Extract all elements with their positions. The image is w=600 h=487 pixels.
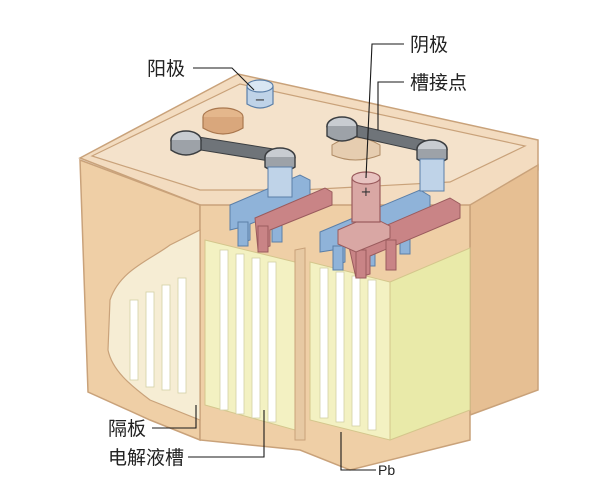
leader-anode: [193, 67, 255, 91]
right-post-b: [416, 139, 448, 192]
right-cell-electrolyte-side: [389, 247, 471, 441]
label-electrolyte-tank: 电解液槽: [108, 447, 184, 469]
leader-lines: [152, 43, 404, 471]
left-plate-4: [267, 261, 277, 423]
positive-sign: +: [361, 185, 372, 200]
leader-cathode: [365, 43, 404, 179]
right-blue-tooth-1: [332, 245, 344, 271]
right-plate-4: [367, 279, 377, 431]
left-plate-3: [251, 257, 261, 419]
label-lead-plate: Pb: [378, 462, 395, 478]
left-cut-plate-1: [129, 299, 139, 381]
label-anode: 阳极: [147, 58, 185, 80]
right-red-tooth-1: [355, 249, 367, 279]
left-red-tooth-1: [257, 225, 269, 253]
leader-cell-connector: [377, 81, 404, 130]
label-cathode: 阴极: [410, 34, 448, 56]
negative-terminal-icon: −: [246, 79, 274, 109]
negative-sign: −: [255, 93, 266, 108]
left-post-a: [170, 130, 202, 156]
right-red-tooth-2: [385, 239, 397, 271]
left-cut-plate-4: [177, 277, 187, 394]
leader-electrolyte: [188, 410, 265, 458]
leader-separator: [152, 405, 197, 429]
positive-terminal-icon: +: [351, 171, 381, 223]
right-plate-group: [319, 189, 461, 279]
leader-pb: [340, 432, 376, 471]
cell-partition-wall: [294, 247, 306, 441]
left-cut-plate-2: [145, 291, 155, 388]
left-cut-plate-3: [161, 284, 171, 391]
right-post-a: [326, 116, 358, 142]
label-separator: 隔板: [108, 418, 146, 440]
filler-cap-body: [202, 117, 244, 135]
case-lid: [90, 83, 527, 191]
case-right-wall: [469, 163, 539, 417]
left-post-b: [264, 147, 296, 198]
left-plate-1: [219, 249, 229, 411]
left-blue-tooth-1: [237, 221, 249, 247]
right-cell: [309, 247, 471, 441]
left-cell-electrolyte: [204, 239, 296, 431]
left-plate-2: [235, 253, 245, 415]
lid-features: − +: [170, 79, 448, 223]
right-plate-2: [335, 271, 345, 423]
label-cell-connector: 槽接点: [410, 72, 467, 94]
left-cell: [129, 239, 296, 431]
right-plate-3: [351, 275, 361, 427]
right-plate-1: [319, 267, 329, 419]
